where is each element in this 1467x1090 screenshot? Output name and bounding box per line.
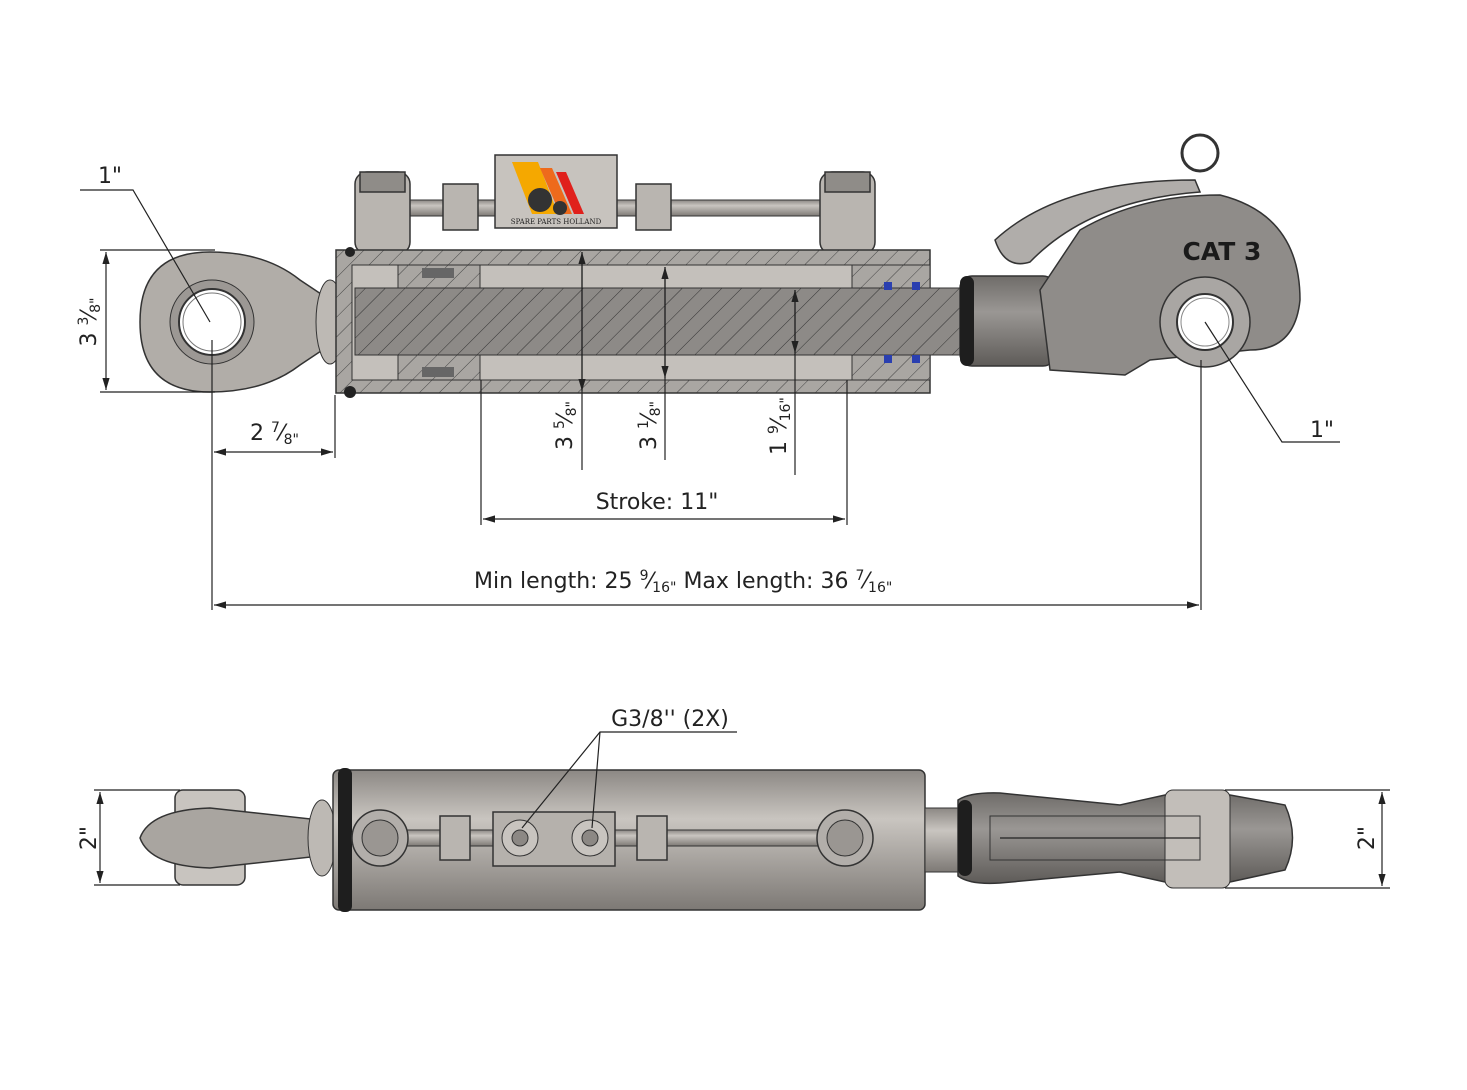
logo-text: SPARE PARTS HOLLAND <box>511 218 602 226</box>
width-right-dim: 2" <box>1355 826 1380 850</box>
min-length-dim: Min length: 25 <box>474 569 633 594</box>
quick-hitch-hook: CAT 3 <box>959 133 1301 376</box>
ports-label: G3/8'' (2X) <box>611 707 729 732</box>
cylinder-bore-dim: 3 1⁄8" <box>636 401 664 450</box>
cat-label: CAT 3 <box>1183 237 1262 266</box>
length-dims: Min length: 25 9⁄16" Max length: 36 7⁄16… <box>474 568 892 596</box>
quick-hitch-side <box>957 789 1294 889</box>
side-view: G3/8'' (2X) 2" 2" <box>77 707 1390 912</box>
cylinder-outer-dim: 3 5⁄8" <box>552 401 580 450</box>
cylinder-section <box>335 247 966 398</box>
pin-right-dim: 1" <box>1310 418 1334 443</box>
eye-height-dim: 3 3⁄8" <box>76 298 104 347</box>
logo-block: SPARE PARTS HOLLAND <box>494 154 618 229</box>
pin-left-dim: 1" <box>98 164 122 189</box>
dimensions-side: G3/8'' (2X) 2" 2" <box>77 707 1390 889</box>
cylinder-body-side <box>332 768 961 912</box>
eye-offset-dim: 2 7⁄8" <box>250 420 299 448</box>
left-rod-eye <box>139 251 345 393</box>
top-view: SPARE PARTS HOLLAND <box>76 133 1340 610</box>
left-rod-eye-side <box>139 789 337 886</box>
max-length-dim: Max length: 36 <box>683 569 848 594</box>
stroke-dim: Stroke: 11" <box>596 490 719 515</box>
width-left-dim: 2" <box>77 826 102 850</box>
rod-diameter-dim: 1 9⁄16" <box>766 397 794 455</box>
